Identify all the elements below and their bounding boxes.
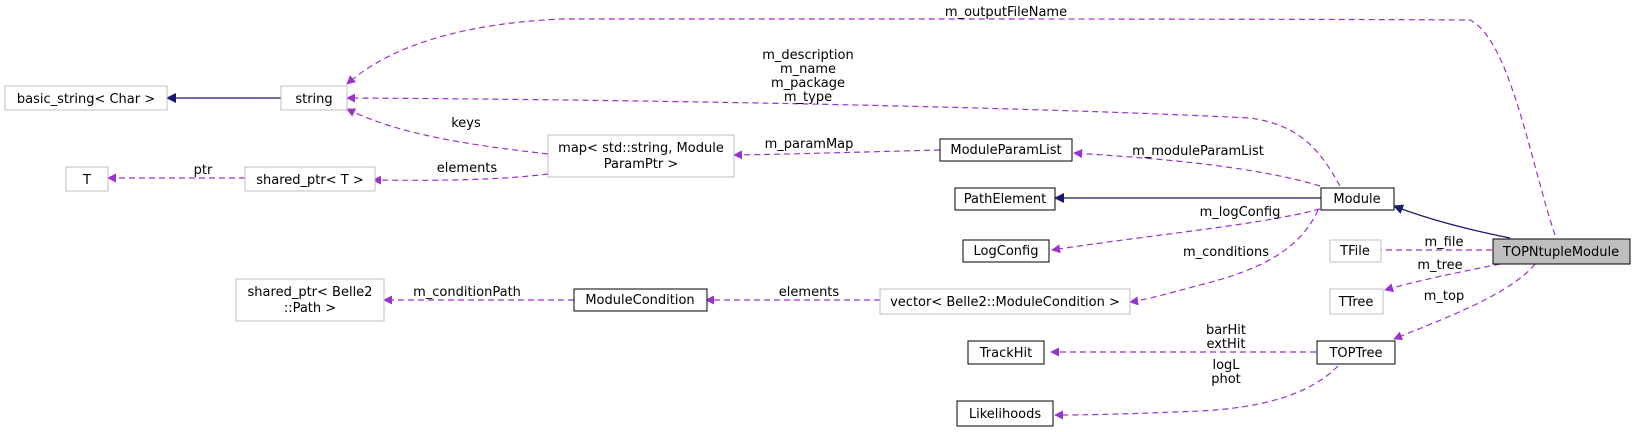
- label-param-map: m_paramMap: [765, 137, 854, 152]
- nodes: TOPNtupleModule Module PathElement Modul…: [4, 85, 1631, 427]
- label-tree: m_tree: [1417, 258, 1462, 273]
- label-elements-vector: elements: [779, 285, 840, 300]
- node-string[interactable]: string: [280, 85, 348, 111]
- label-elements-map: elements: [437, 161, 498, 176]
- edge-keys: [346, 108, 549, 155]
- node-pathelement-label: PathElement: [964, 192, 1046, 207]
- node-tfile-label: TFile: [1339, 244, 1370, 259]
- node-map-paramptr-label-1: map< std::string, Module: [558, 141, 724, 156]
- node-map-paramptr[interactable]: map< std::string, Module ParamPtr >: [547, 134, 735, 178]
- edge-param-map: [733, 149, 941, 160]
- node-trackhit[interactable]: TrackHit: [967, 340, 1045, 365]
- node-likelihoods[interactable]: Likelihoods: [956, 400, 1054, 427]
- node-moduleparamlist[interactable]: ModuleParamList: [939, 138, 1073, 162]
- label-ptr: ptr: [194, 163, 213, 178]
- node-logconfig-label: LogConfig: [974, 244, 1039, 259]
- node-sharedptr-path[interactable]: shared_ptr< Belle2 ::Path >: [235, 278, 385, 322]
- edge-labels: m_outputFileName m_description m_name m_…: [194, 5, 1465, 387]
- label-member-name: m_name: [780, 62, 836, 77]
- edge-top: [1393, 263, 1536, 341]
- node-module-label: Module: [1333, 192, 1380, 207]
- node-tfile[interactable]: TFile: [1329, 239, 1382, 263]
- label-file: m_file: [1425, 235, 1464, 250]
- node-pathelement[interactable]: PathElement: [954, 187, 1056, 211]
- node-toptree-label: TOPTree: [1328, 346, 1382, 361]
- node-module[interactable]: Module: [1320, 187, 1395, 211]
- node-sharedptr-path-label-1: shared_ptr< Belle2: [248, 285, 373, 300]
- node-ttree[interactable]: TTree: [1329, 288, 1384, 315]
- label-module-param-list: m_moduleParamList: [1132, 144, 1264, 159]
- node-trackhit-label: TrackHit: [979, 346, 1033, 361]
- label-log-config: m_logConfig: [1200, 205, 1281, 220]
- node-topntuplemodule[interactable]: TOPNtupleModule: [1492, 238, 1631, 265]
- node-modulecondition-label: ModuleCondition: [585, 293, 694, 308]
- node-topntuplemodule-label: TOPNtupleModule: [1502, 245, 1619, 260]
- label-bar-hit: barHit: [1206, 323, 1246, 338]
- node-likelihoods-label: Likelihoods: [969, 407, 1042, 422]
- node-modulecondition[interactable]: ModuleCondition: [573, 288, 708, 312]
- edge-likelihoods: [1054, 365, 1339, 420]
- label-top: m_top: [1424, 289, 1464, 304]
- label-member-type: m_type: [784, 90, 832, 105]
- node-sharedptr-t-label: shared_ptr< T >: [256, 173, 363, 188]
- edge-tree: [1384, 263, 1501, 293]
- node-ttree-label: TTree: [1338, 295, 1374, 310]
- edge-module-strings: [346, 93, 1341, 187]
- edge-module-param-list: [1073, 149, 1321, 187]
- node-logconfig[interactable]: LogConfig: [962, 239, 1050, 263]
- edge-conditions: [1129, 209, 1319, 306]
- label-log-l: logL: [1212, 358, 1240, 373]
- label-phot: phot: [1211, 372, 1241, 387]
- label-keys: keys: [451, 116, 481, 131]
- node-sharedptr-path-label-2: ::Path >: [284, 301, 336, 316]
- label-ext-hit: extHit: [1206, 337, 1245, 352]
- edge-elements-map: [372, 173, 549, 185]
- edge-inherit-topntuple: [1393, 204, 1511, 239]
- node-vector-modulecondition-label: vector< Belle2::ModuleCondition >: [890, 295, 1120, 310]
- node-t[interactable]: T: [65, 166, 109, 192]
- label-member-package: m_package: [771, 76, 845, 91]
- node-t-label: T: [82, 173, 91, 188]
- edges: [107, 18, 1556, 420]
- edge-log-config: [1051, 208, 1321, 254]
- node-string-label: string: [295, 92, 332, 107]
- node-basic-string-label: basic_string< Char >: [17, 92, 155, 107]
- node-vector-modulecondition[interactable]: vector< Belle2::ModuleCondition >: [879, 288, 1131, 315]
- label-conditions: m_conditions: [1183, 245, 1269, 260]
- label-member-description: m_description: [762, 48, 853, 63]
- node-map-paramptr-label-2: ParamPtr >: [604, 157, 679, 172]
- node-toptree[interactable]: TOPTree: [1316, 340, 1396, 365]
- edge-output-filename: [346, 18, 1556, 236]
- label-output-filename: m_outputFileName: [945, 5, 1067, 20]
- node-sharedptr-t[interactable]: shared_ptr< T >: [244, 166, 376, 192]
- node-basic-string[interactable]: basic_string< Char >: [4, 85, 168, 111]
- label-condition-path: m_conditionPath: [413, 285, 521, 300]
- node-moduleparamlist-label: ModuleParamList: [950, 143, 1061, 158]
